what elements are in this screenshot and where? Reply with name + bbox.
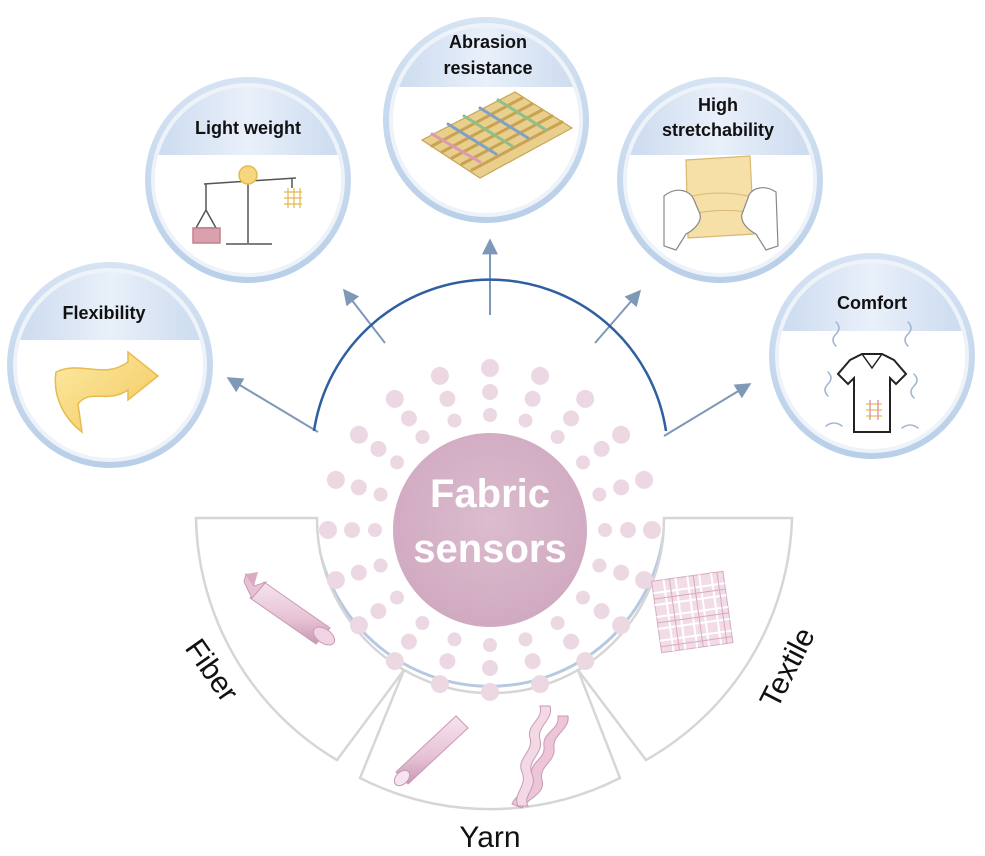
decorative-dot [350,479,367,496]
decorative-dot [373,487,388,502]
decorative-dot [370,603,387,620]
decorative-dot [563,410,580,427]
property-title-line2: resistance [443,58,532,78]
arrow-to-comfort [663,383,752,437]
decorative-dot [612,425,631,444]
decorative-dot [620,522,636,538]
decorative-dot [612,616,631,635]
property-title: Comfort [837,293,907,313]
decorative-dot [518,413,533,428]
arrow-to-stretchability [594,289,642,344]
decorative-dot [481,359,499,377]
decorative-dot [593,603,610,620]
decorative-dot [326,470,345,489]
decorative-dot [524,653,541,670]
property-title-line2: stretchability [662,120,774,140]
decorative-dot [385,389,404,408]
hub-arc [312,278,668,432]
center-title-line1: Fabric [430,472,550,516]
stretching-hands-icon [663,155,779,251]
decorative-dot [326,571,345,590]
arrow-to-light-weight [343,288,386,344]
decorative-dot [576,389,595,408]
decorative-dot [368,523,382,537]
arrows [226,238,752,437]
decorative-dot [390,590,404,605]
segment-label-yarn: Yarn [459,821,520,854]
woven-fabric-icon [420,91,574,179]
decorative-dot [373,558,388,573]
decorative-dot [576,455,590,470]
decorative-dot [385,652,404,671]
decorative-dot [415,430,430,444]
textile-icon [651,570,734,654]
property-abrasion-resistance: Abrasion resistance [383,17,589,223]
balance-scale-icon [192,165,302,245]
arrow-to-flexibility [226,377,319,433]
decorative-dot [613,564,630,581]
decorative-dot [390,455,404,470]
segment-fiber [194,516,406,762]
segment-fiber-shape [194,516,406,762]
decorative-dot [531,675,550,694]
decorative-dot [370,440,387,457]
decorative-dot [643,521,661,539]
decorative-dot [635,470,654,489]
property-title-line1: High [698,95,738,115]
decorative-dot [635,571,654,590]
decorative-dot [344,522,360,538]
decorative-dot [430,366,449,385]
decorative-dot [593,440,610,457]
decorative-dot [447,413,462,428]
yarn-icon [393,705,569,809]
decorative-dot [439,390,456,407]
decorative-dot [400,410,417,427]
decorative-dot [350,564,367,581]
decorative-dot [518,632,533,647]
center-disc [393,433,587,627]
decorative-dot [598,523,612,537]
decorative-dot [531,366,550,385]
decorative-dot [430,675,449,694]
decorative-dot [592,487,607,502]
decorative-dot [400,633,417,650]
property-light-weight: Light weight [145,77,351,283]
decorative-dot [576,590,590,605]
decorative-dot [482,384,498,400]
decorative-dot [550,616,565,630]
decorative-dot [319,521,337,539]
decorative-dot [563,633,580,650]
property-high-stretchability: High stretchability [617,77,823,283]
radiating-dots [319,359,661,701]
decorative-dot [483,638,497,652]
decorative-dot [447,632,462,647]
property-title-line1: Abrasion [449,32,527,52]
tshirt-icon [824,321,919,433]
decorative-dot [483,408,497,422]
decorative-dot [576,652,595,671]
flexible-ribbon-icon [54,350,160,434]
decorative-dot [592,558,607,573]
segment-yarn [358,668,622,811]
property-title: Flexibility [62,303,145,323]
decorative-dot [482,660,498,676]
decorative-dot [439,653,456,670]
decorative-dot [349,425,368,444]
decorative-dot [550,430,565,444]
property-title: Light weight [195,118,301,138]
decorative-dot [349,616,368,635]
segment-yarn-shape [358,668,622,811]
property-comfort: Comfort [769,253,975,459]
center-title-line2: sensors [413,527,566,571]
decorative-dot [415,616,430,630]
property-flexibility: Flexibility [7,262,213,468]
fiber-icon [243,572,336,646]
decorative-dot [481,683,499,701]
decorative-dot [524,390,541,407]
decorative-dot [613,479,630,496]
